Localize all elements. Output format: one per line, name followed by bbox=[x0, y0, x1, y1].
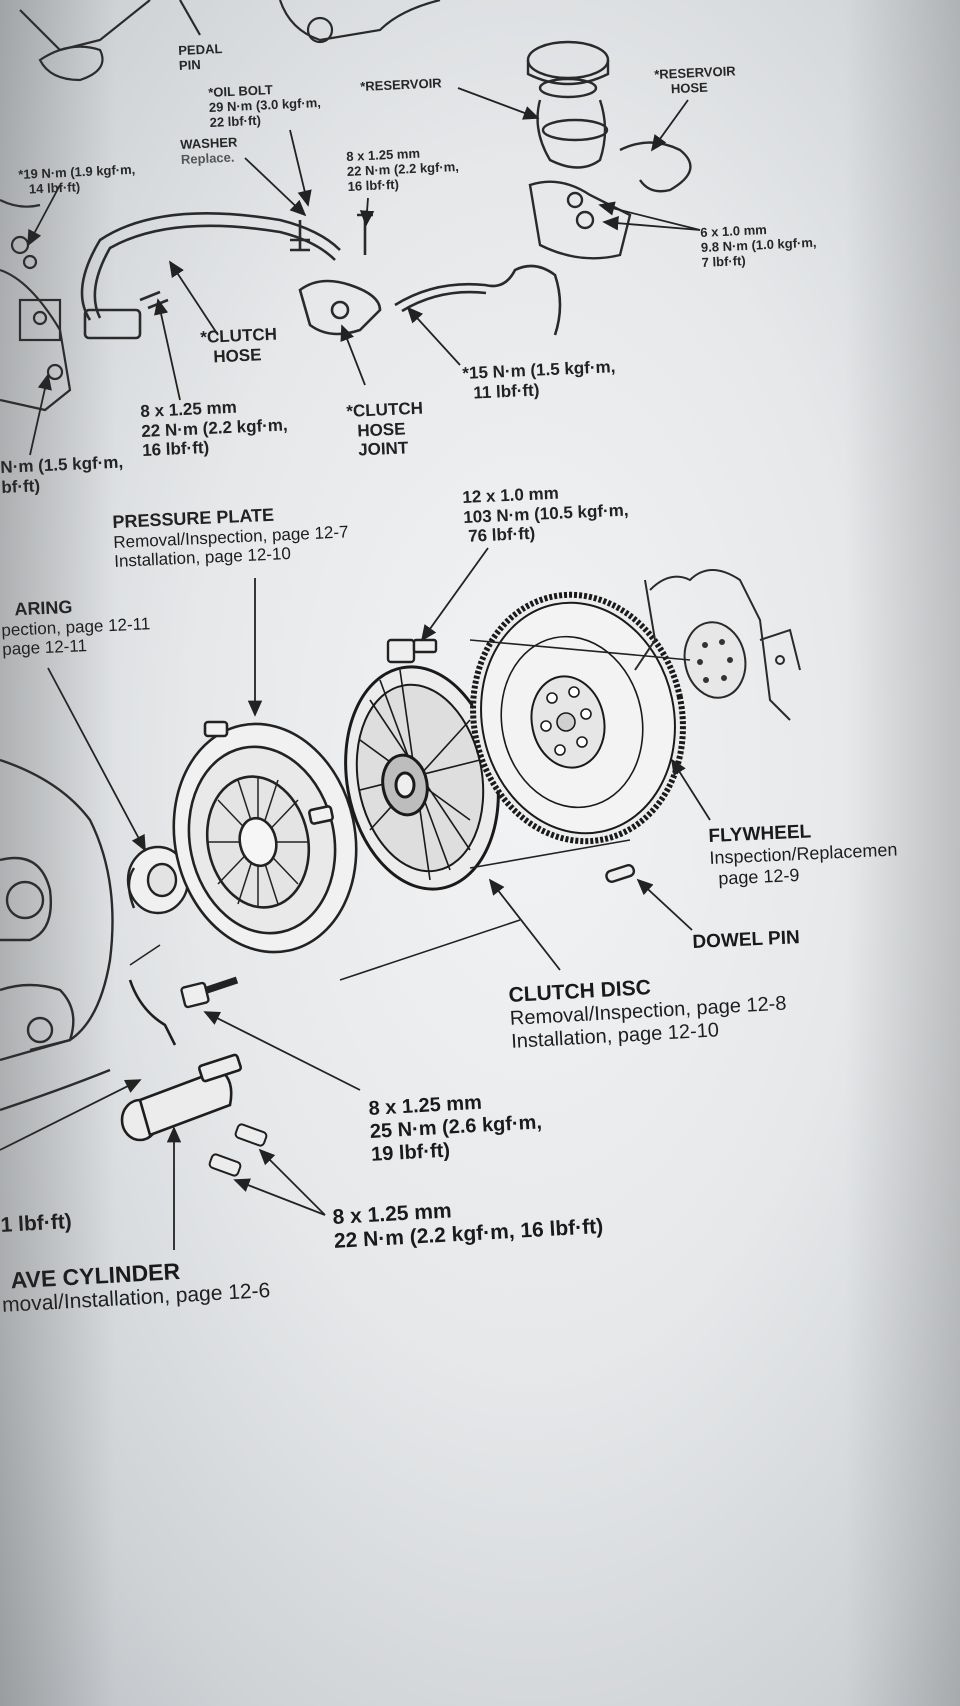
dowel-pin-drawing bbox=[605, 864, 636, 883]
label-release-bearing: ARING pection, page 12-11 page 12-11 bbox=[0, 596, 151, 660]
label-left-lbf: 1 lbf·ft) bbox=[0, 1210, 73, 1237]
flywheel-bolt-drawing bbox=[386, 638, 438, 664]
release-bearing-drawing bbox=[126, 845, 190, 915]
label-pressure-plate: PRESSURE PLATE Removal/Inspection, page … bbox=[112, 504, 349, 572]
flywheel-drawing bbox=[470, 591, 686, 845]
transmission-housing-drawing bbox=[0, 758, 114, 1112]
label-left-edge-spec: N·m (1.5 kgf·m,bf·ft) bbox=[0, 452, 124, 497]
clutch-hose-drawing bbox=[80, 212, 562, 340]
engine-block-drawing bbox=[634, 569, 801, 721]
label-left-spec: *19 N·m (1.9 kgf·m,14 lbf·ft) bbox=[17, 161, 136, 197]
clutch-disc-drawing bbox=[344, 665, 500, 891]
reservoir-drawing bbox=[526, 40, 692, 260]
slave-cylinder-drawing bbox=[120, 979, 268, 1177]
leader-lines bbox=[0, 87, 711, 1250]
pressure-plate-bolt-drawing bbox=[180, 976, 239, 1009]
pressure-plate-drawing bbox=[172, 720, 358, 954]
leader-line-plain bbox=[129, 639, 691, 981]
label-line-spec: *15 N·m (1.5 kgf·m,11 lbf·ft) bbox=[462, 357, 616, 403]
pedal-assembly-drawing bbox=[0, 0, 441, 412]
label-pp-bolt-spec: 8 x 1.25 mm 25 N·m (2.6 kgf·m, 19 lbf·ft… bbox=[368, 1091, 543, 1166]
label-flywheel: FLYWHEEL Inspection/Replacemen page 12-9 bbox=[708, 821, 898, 889]
